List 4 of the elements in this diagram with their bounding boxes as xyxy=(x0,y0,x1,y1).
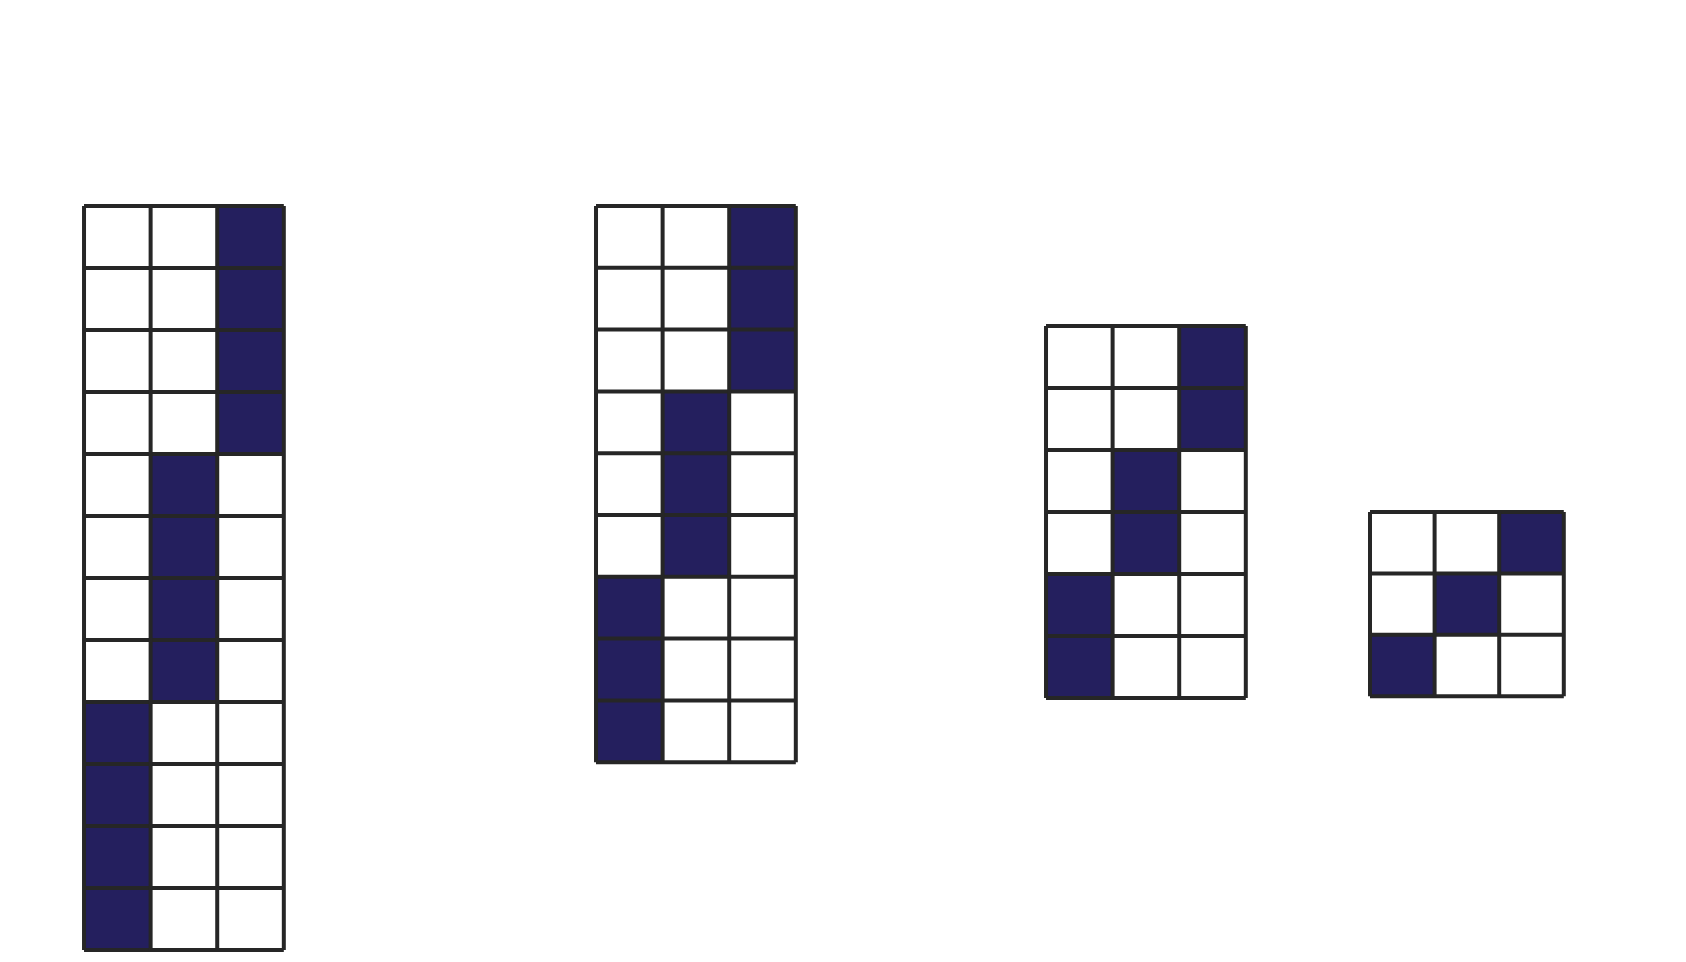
weave-grid xyxy=(1044,324,1248,700)
weave-grid xyxy=(1368,510,1566,699)
weave-grid xyxy=(594,204,798,765)
weave-grid xyxy=(82,204,286,952)
